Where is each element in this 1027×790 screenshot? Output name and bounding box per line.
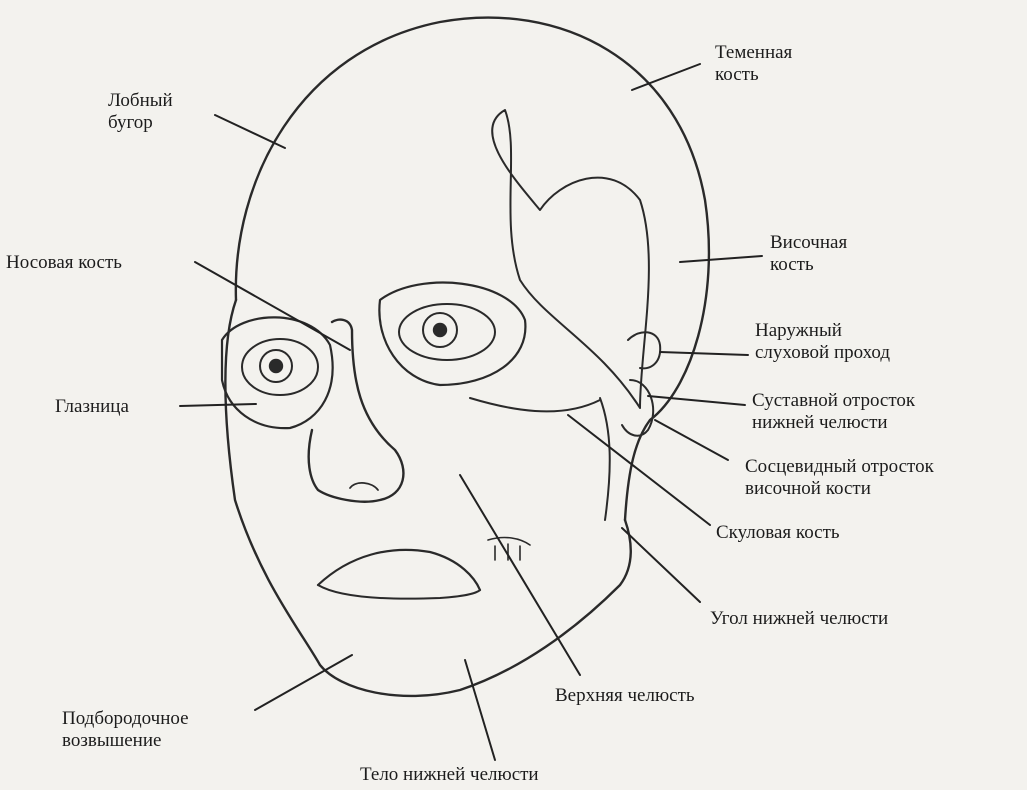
nasal-bridge (309, 320, 404, 502)
label-parietal-bone-line1: Теменная (715, 42, 792, 64)
leader-temporal-bone (680, 256, 762, 262)
nostril (350, 483, 378, 490)
label-condylar-process-line1: Суставной отросток (752, 390, 915, 412)
label-mandible-body: Тело нижней челюсти (360, 764, 539, 786)
face-outline (225, 300, 630, 696)
leader-zygomatic-bone (568, 415, 710, 525)
leader-maxilla (460, 475, 580, 675)
label-external-auditory-canal-line2: слуховой проход (755, 342, 890, 364)
pupil-left (270, 360, 282, 372)
label-mental-protuberance: Подбородочное возвышение (62, 708, 189, 752)
label-parietal-bone: Теменная кость (715, 42, 792, 86)
label-mental-protuberance-line1: Подбородочное (62, 708, 189, 730)
leader-mastoid-process (655, 420, 728, 460)
leader-orbit (180, 404, 256, 406)
eye-right (399, 304, 495, 360)
label-mastoid-process-line1: Сосцевидный отросток (745, 456, 934, 478)
label-frontal-tuber: Лобный бугор (108, 90, 173, 134)
leader-frontal-tuber (215, 115, 285, 148)
label-mastoid-process-line2: височной кости (745, 478, 934, 500)
label-frontal-tuber-line2: бугор (108, 112, 173, 134)
label-maxilla: Верхняя челюсть (555, 685, 695, 707)
upper-lip (318, 550, 480, 590)
label-condylar-process: Суставной отросток нижней челюсти (752, 390, 915, 434)
leader-nasal-bone (195, 262, 350, 350)
label-mental-protuberance-line2: возвышение (62, 730, 189, 752)
label-nasal-bone: Носовая кость (6, 252, 122, 274)
label-temporal-bone-line2: кость (770, 254, 847, 276)
label-mandible-angle: Угол нижней челюсти (710, 608, 888, 630)
label-zygomatic-bone: Скуловая кость (716, 522, 840, 544)
pupil-right (434, 324, 446, 336)
label-temporal-bone: Височная кость (770, 232, 847, 276)
label-temporal-bone-line1: Височная (770, 232, 847, 254)
mandible-ramus (600, 398, 610, 520)
label-parietal-bone-line2: кость (715, 64, 792, 86)
label-external-auditory-canal-line1: Наружный (755, 320, 890, 342)
cranium-outline (236, 18, 709, 520)
leader-mandible-body (465, 660, 495, 760)
label-frontal-tuber-line1: Лобный (108, 90, 173, 112)
temporal-suture (492, 110, 649, 408)
leader-external-auditory-canal (660, 352, 748, 355)
leader-mandible-angle (622, 528, 700, 602)
label-condylar-process-line2: нижней челюсти (752, 412, 915, 434)
zygomatic-arch (470, 398, 600, 411)
orbit-right-outline (379, 283, 525, 385)
leader-condylar-process (648, 396, 745, 405)
lower-lip (318, 585, 480, 599)
label-mastoid-process: Сосцевидный отросток височной кости (745, 456, 934, 500)
leader-mental-protuberance (255, 655, 352, 710)
label-external-auditory-canal: Наружный слуховой проход (755, 320, 890, 364)
label-orbit: Глазница (55, 396, 129, 418)
